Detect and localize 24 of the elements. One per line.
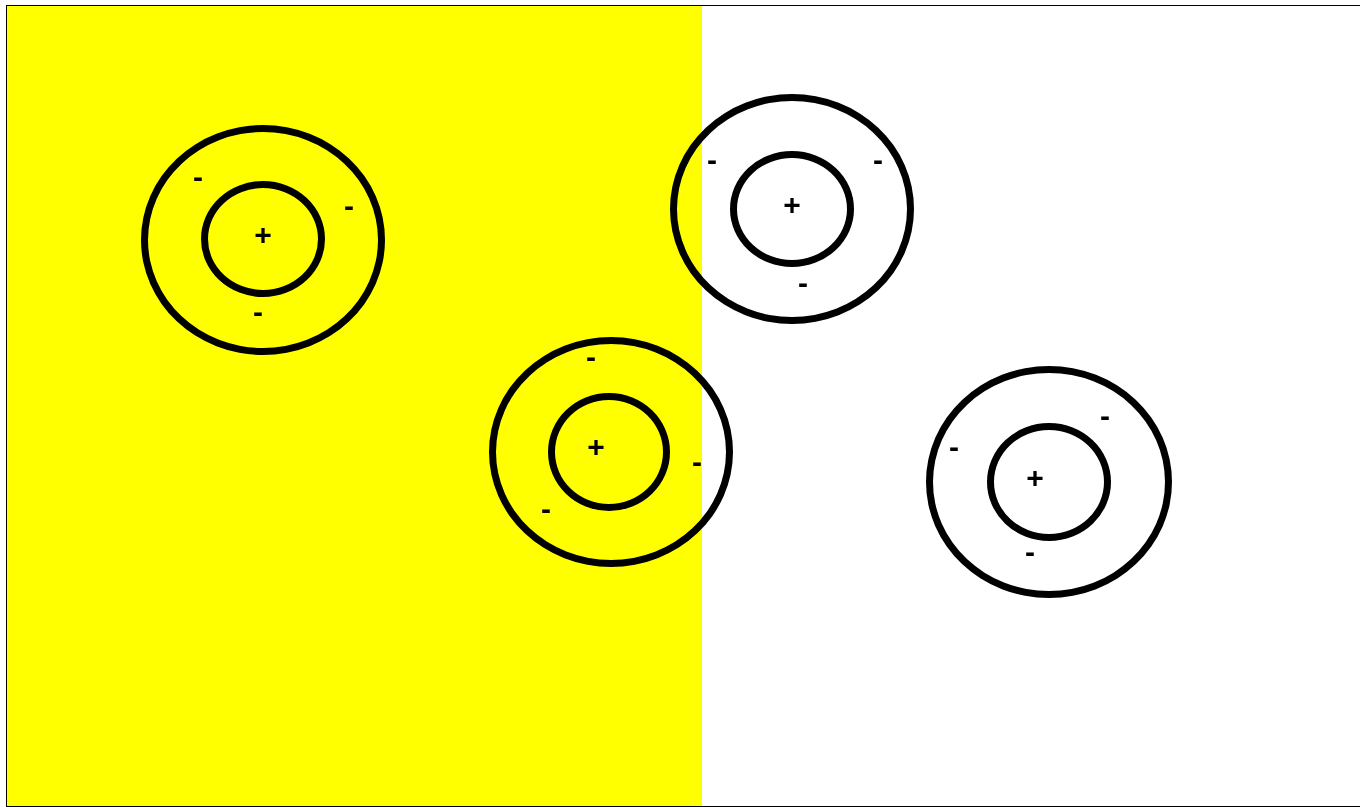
minus-sign: - (344, 191, 354, 221)
minus-sign: - (873, 145, 883, 175)
minus-sign: - (692, 447, 702, 477)
minus-sign: - (586, 342, 596, 372)
plus-sign: + (254, 220, 272, 250)
minus-sign: - (949, 432, 959, 462)
minus-sign: - (798, 268, 808, 298)
minus-sign: - (1025, 537, 1035, 567)
plus-sign: + (1026, 463, 1044, 493)
plus-sign: + (783, 190, 801, 220)
electron-shell (670, 94, 914, 324)
minus-sign: - (541, 494, 551, 524)
minus-sign: - (707, 145, 717, 175)
electron-shell (489, 337, 733, 567)
nucleus-circle (987, 423, 1111, 541)
minus-sign: - (193, 162, 203, 192)
electron-shell (141, 125, 385, 355)
electron-shell (926, 366, 1172, 598)
nucleus-circle (201, 181, 325, 297)
minus-sign: - (1100, 401, 1110, 431)
nucleus-circle (548, 393, 670, 511)
plus-sign: + (587, 432, 605, 462)
minus-sign: - (253, 297, 263, 327)
nucleus-circle (730, 151, 854, 267)
